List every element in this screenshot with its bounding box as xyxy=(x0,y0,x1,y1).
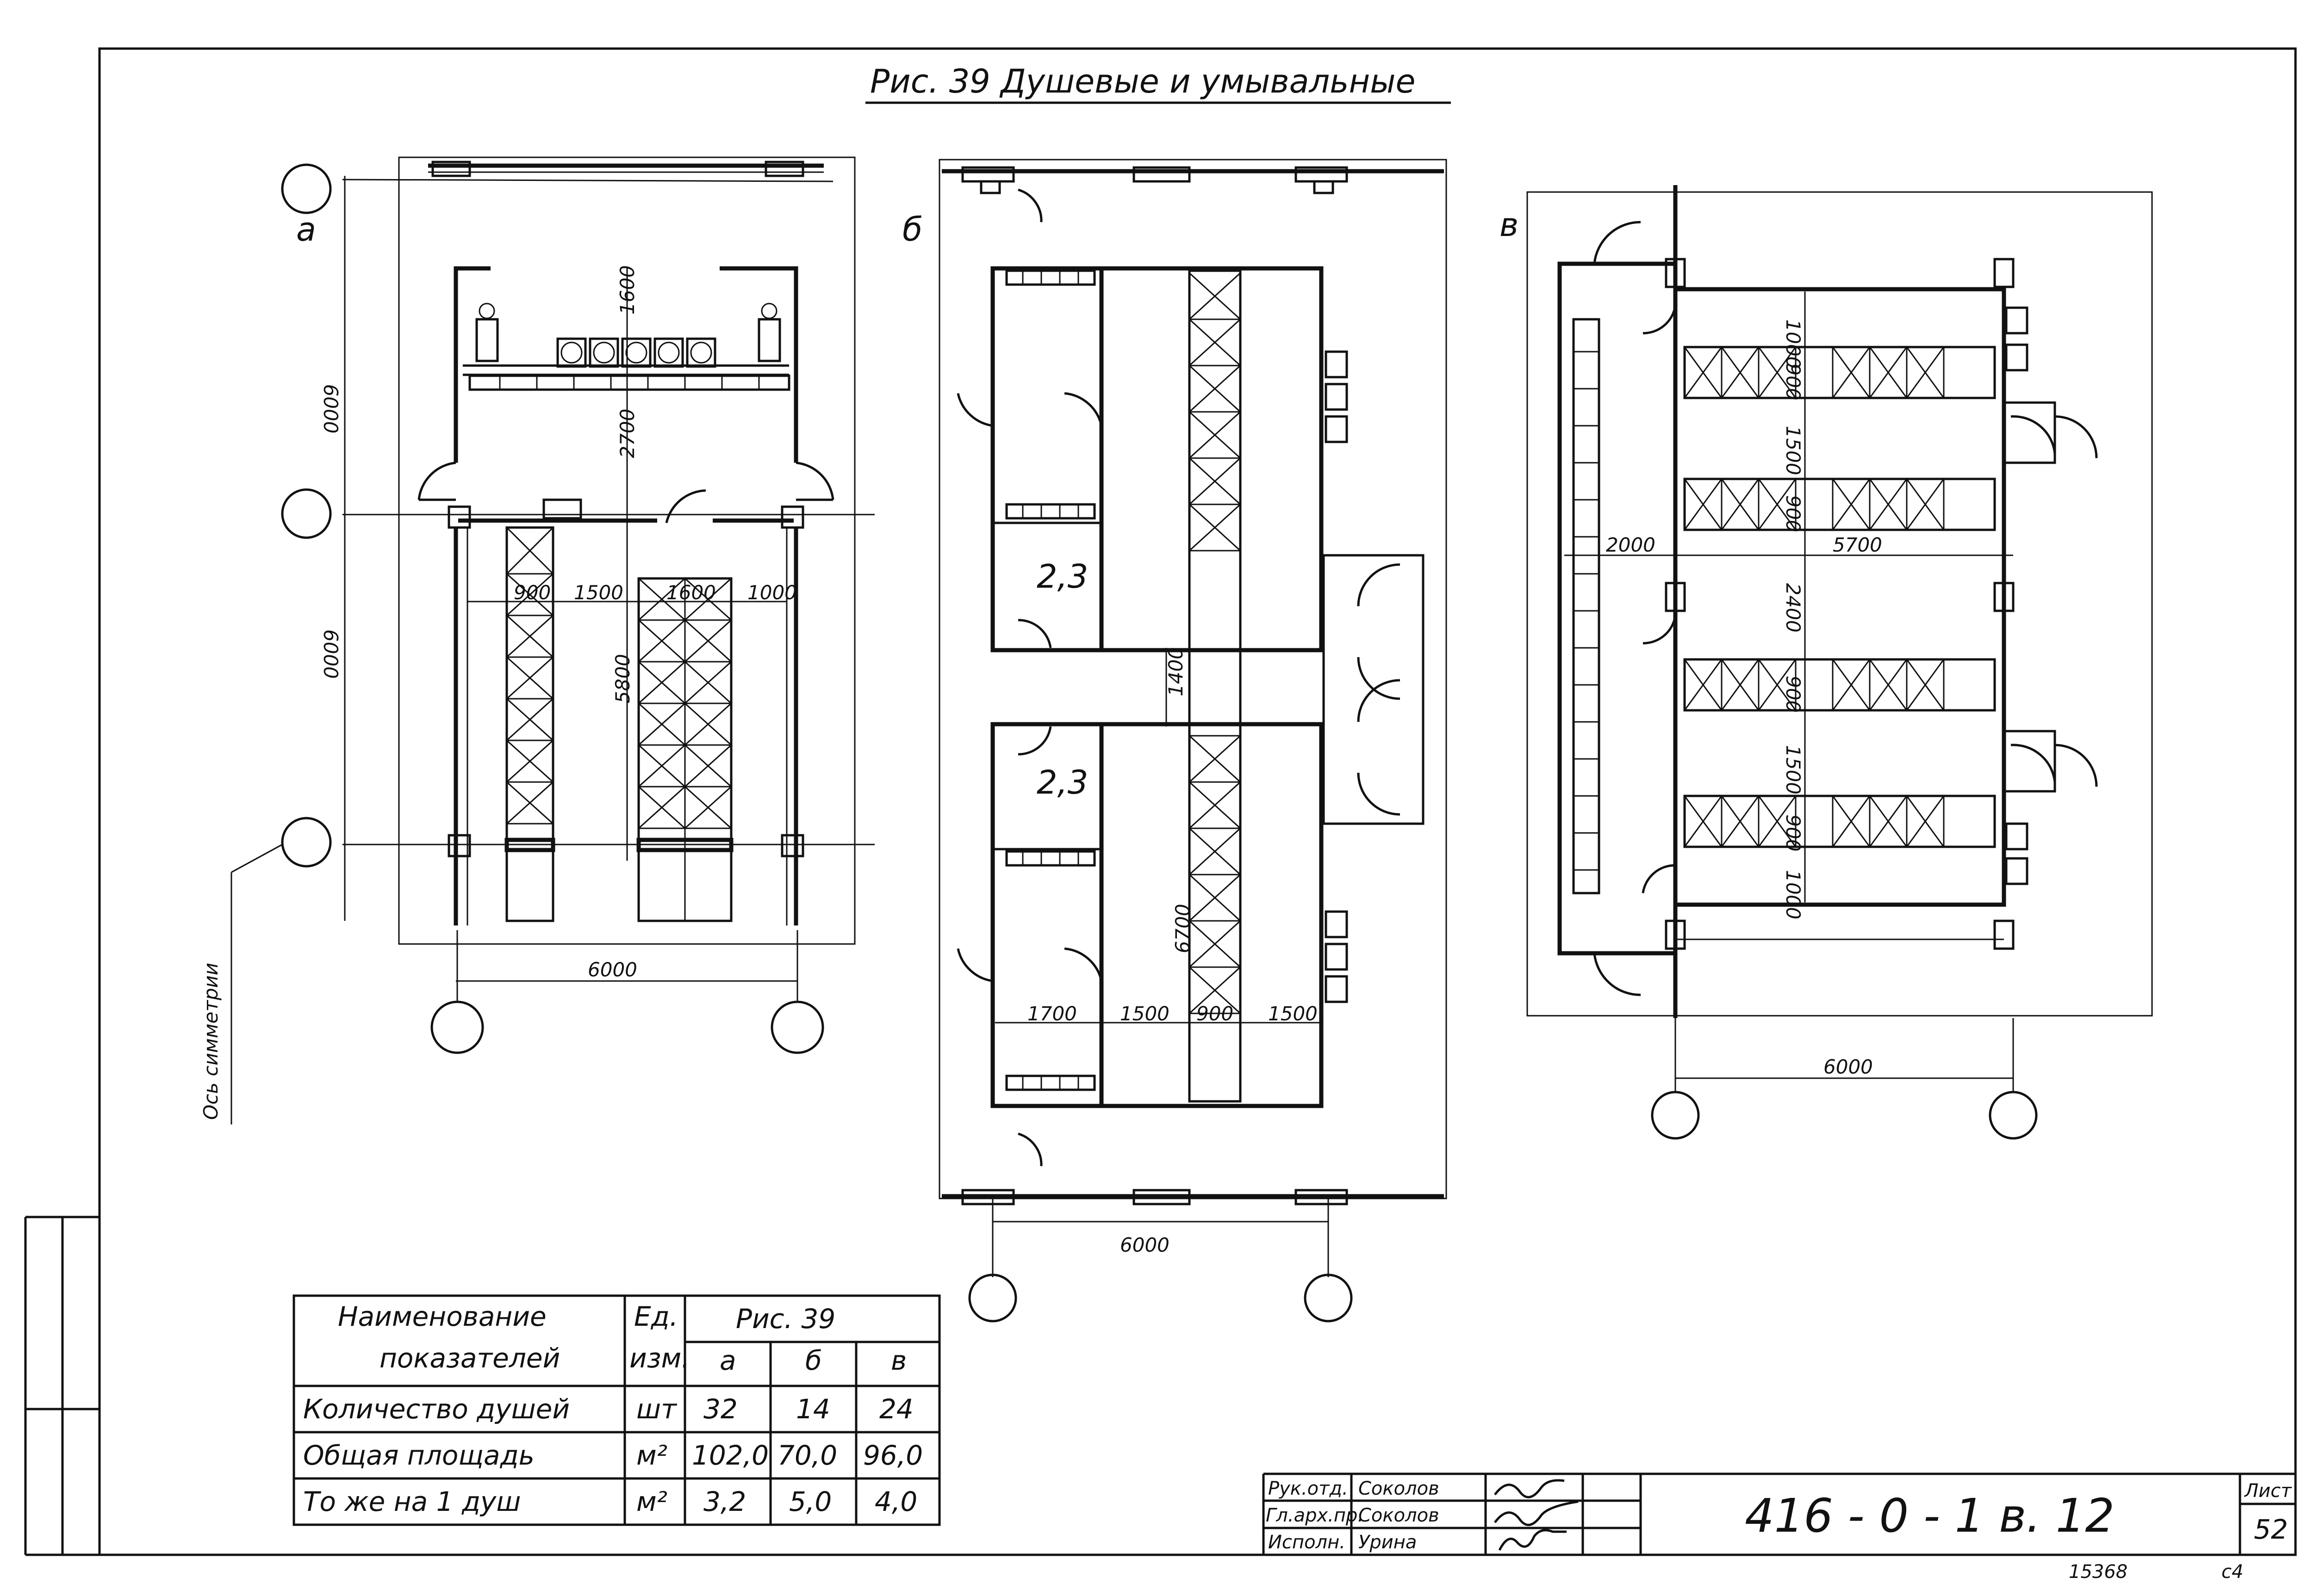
table-col-c: в xyxy=(891,1345,907,1376)
dim-1700: 1700 xyxy=(1027,1002,1077,1025)
stamp-role: Исполн. xyxy=(1268,1532,1345,1553)
dim-1500-b2: 1500 xyxy=(1268,1002,1318,1025)
plan-c: в xyxy=(1499,185,2153,1140)
axis-marker xyxy=(430,1000,484,1054)
table-cell: 3,2 xyxy=(703,1486,746,1517)
axis-marker xyxy=(1304,1273,1353,1323)
dim-6700: 6700 xyxy=(1171,904,1194,953)
axis-marker xyxy=(1651,1091,1700,1140)
table-cell: 70,0 xyxy=(778,1440,837,1471)
stamp-name: Соколов xyxy=(1358,1505,1439,1526)
plan-a: а 6000 6000 xyxy=(199,156,875,1124)
plan-b: б 2,3 xyxy=(902,159,1447,1323)
table-header-group: Рис. 39 xyxy=(736,1303,835,1335)
area-label-bottom: 2,3 xyxy=(1037,764,1088,801)
dim-900-b: 900 xyxy=(1196,1002,1233,1025)
dim-900-c3: 900 xyxy=(1782,676,1804,713)
table-header-unit-2: изм. xyxy=(629,1342,690,1374)
signature xyxy=(1498,1529,1567,1551)
indicators-table: Наименование показателей Ед. изм. Рис. 3… xyxy=(292,1294,941,1526)
dim-1400: 1400 xyxy=(1164,647,1187,696)
dim-1600: 1600 xyxy=(616,265,639,315)
dim-900: 900 xyxy=(514,581,551,604)
signature xyxy=(1494,1500,1579,1526)
sheet-label: Лист xyxy=(2244,1480,2292,1502)
drawing-code: 416 - 0 - 1 в. 12 xyxy=(1745,1489,2115,1543)
area-label-top: 2,3 xyxy=(1037,558,1088,596)
plan-a-letter: а xyxy=(296,211,316,248)
axis-marker xyxy=(1989,1091,2038,1140)
dim-1000-c2: 1000 xyxy=(1782,870,1804,919)
figure-title: Рис. 39 Душевые и умывальные xyxy=(870,62,1416,100)
dim-6000-plan-a: 6000 xyxy=(588,958,637,981)
table-header-unit-1: Ед. xyxy=(634,1301,678,1332)
shower-column-a1 xyxy=(504,526,555,922)
table-cell: 14 xyxy=(796,1393,830,1425)
shower-row-c3 xyxy=(1683,658,1996,712)
washbasins xyxy=(475,303,781,368)
inventory-number: 15368 xyxy=(2069,1561,2127,1583)
table-row-name: То же на 1 душ xyxy=(303,1486,521,1517)
stamp-role: Гл.арх.пр. xyxy=(1266,1505,1363,1526)
shower-column-a2 xyxy=(636,577,734,922)
dim-1500-b1: 1500 xyxy=(1120,1002,1169,1025)
dim-1500-c2: 1500 xyxy=(1782,745,1804,795)
table-cell: 32 xyxy=(703,1393,738,1425)
table-row-name: Количество душей xyxy=(303,1393,570,1425)
stamp-role: Рук.отд. xyxy=(1268,1478,1348,1499)
stamp-name: Соколов xyxy=(1358,1478,1439,1499)
table-col-a: а xyxy=(720,1345,736,1376)
axis-marker xyxy=(281,817,332,868)
sheet-number: 52 xyxy=(2254,1514,2288,1545)
dim-900-c1: 900 xyxy=(1782,363,1804,400)
table-header-name-1: Наименование xyxy=(338,1301,547,1332)
plan-c-letter: в xyxy=(1499,206,1518,244)
sheet-frame xyxy=(98,47,2297,1556)
table-cell: 96,0 xyxy=(863,1440,923,1471)
table-cell: 102,0 xyxy=(692,1440,769,1471)
dim-5700: 5700 xyxy=(1833,534,1882,556)
dim-900-c2: 900 xyxy=(1782,495,1804,532)
dim-1000-c1: 1000 xyxy=(1782,319,1804,369)
sheet-format: с4 xyxy=(2221,1561,2243,1583)
table-col-b: б xyxy=(805,1345,822,1376)
stamp-name: Урина xyxy=(1358,1532,1417,1553)
dim-6000-plan-b: 6000 xyxy=(1120,1234,1169,1256)
dim-1000: 1000 xyxy=(747,581,797,604)
shower-row-c4 xyxy=(1683,795,1996,848)
table-row-name: Общая площадь xyxy=(303,1440,535,1471)
table-row-unit: м² xyxy=(636,1440,667,1471)
dim-6000-plan-c: 6000 xyxy=(1823,1056,1873,1078)
table-cell: 4,0 xyxy=(875,1486,917,1517)
dim-900-c4: 900 xyxy=(1782,814,1804,851)
signature xyxy=(1494,1479,1565,1498)
plan-b-letter: б xyxy=(902,211,922,248)
table-header-name-2: показателей xyxy=(379,1342,560,1374)
table-cell: 24 xyxy=(879,1393,914,1425)
dim-2400: 2400 xyxy=(1782,583,1804,633)
table-row-unit: шт xyxy=(636,1393,678,1425)
title-block: Рук.отд. Гл.арх.пр. Исполн. Соколов Соко… xyxy=(1262,1472,2295,1583)
shower-strip-b xyxy=(1188,269,1242,1103)
dim-1500-c1: 1500 xyxy=(1782,426,1804,475)
table-row-unit: м² xyxy=(636,1486,667,1517)
shower-row-c1 xyxy=(1683,346,1996,399)
dim-2000: 2000 xyxy=(1606,534,1655,556)
dim-5800: 5800 xyxy=(611,654,634,703)
dim-1600-b: 1600 xyxy=(666,581,716,604)
axis-of-symmetry-label: Ось симметрии xyxy=(199,963,222,1120)
dim-1500: 1500 xyxy=(574,581,623,604)
axis-marker xyxy=(771,1000,824,1054)
axis-marker xyxy=(281,163,332,214)
dim-6000-bottom: 6000 xyxy=(319,629,342,679)
dim-2700: 2700 xyxy=(616,409,639,458)
dim-6000-top: 6000 xyxy=(319,384,342,434)
table-cell: 5,0 xyxy=(789,1486,832,1517)
axis-marker xyxy=(968,1273,1017,1323)
shower-row-c2 xyxy=(1683,478,1996,531)
axis-marker xyxy=(281,488,332,539)
